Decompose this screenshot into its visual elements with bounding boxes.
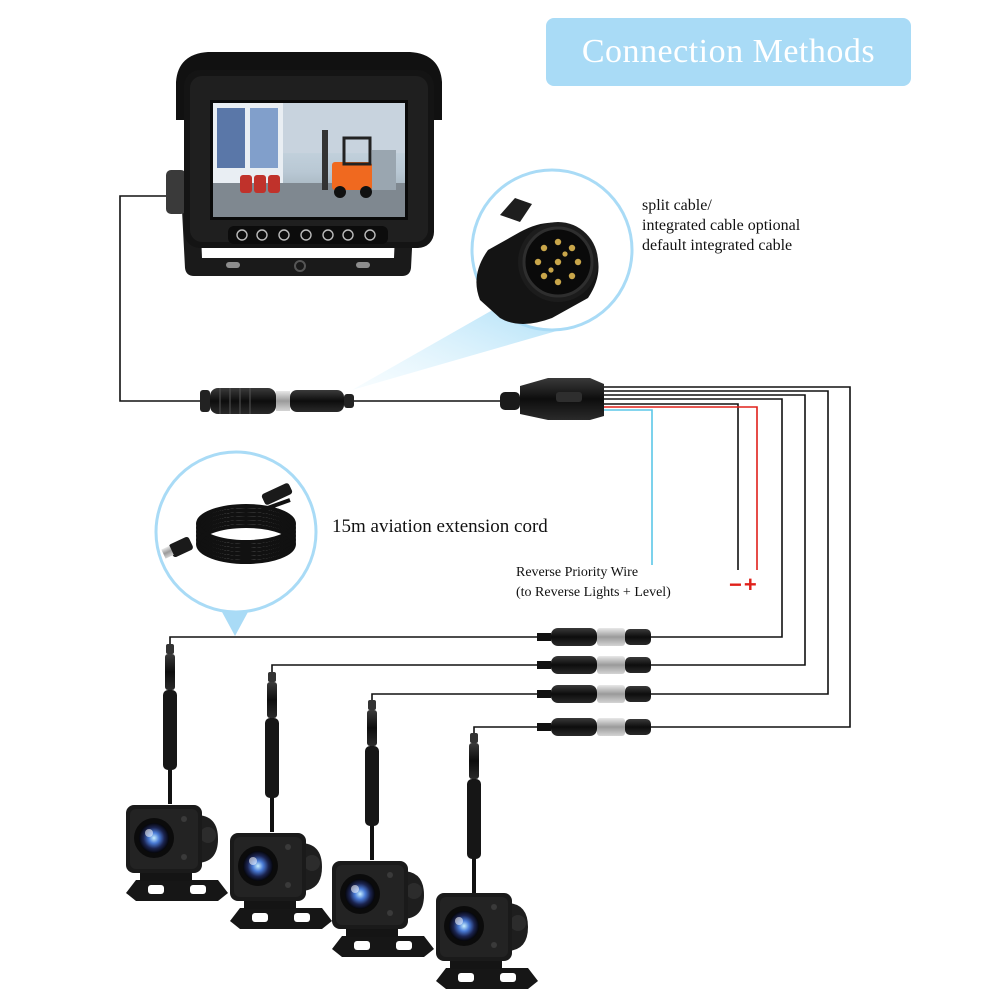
red-wire	[603, 406, 758, 570]
camera-pigtail	[265, 672, 279, 832]
camera-connector	[537, 718, 651, 736]
power-polarity-symbols: −+	[729, 572, 759, 597]
camera-pigtail	[163, 644, 177, 804]
connector-note-line1: split cable/	[642, 197, 712, 214]
camera-icon	[436, 893, 538, 989]
page-title: Connection Methods	[581, 33, 876, 70]
title-banner: Connection Methods	[546, 18, 911, 86]
connector-note-line2: integrated cable optional	[642, 217, 801, 234]
monitor-icon	[166, 52, 442, 276]
connector-beam	[352, 300, 560, 390]
cyan-wire	[603, 409, 653, 565]
camera-icon	[332, 861, 434, 957]
harness-splitter	[500, 378, 604, 420]
camera-connector	[537, 656, 651, 674]
black-wires	[119, 195, 851, 733]
monitor-cable-connector	[200, 388, 354, 414]
extension-cord-label: 15m aviation extension cord	[332, 516, 548, 537]
extension-cord-icon	[154, 450, 318, 636]
camera-pigtail	[365, 700, 379, 860]
camera-connector	[537, 628, 651, 646]
reverse-wire-label-line1: Reverse Priority Wire	[516, 565, 639, 580]
camera-connector	[537, 685, 651, 703]
connector-note-line3: default integrated cable	[642, 237, 793, 254]
connector-closeup-icon	[470, 168, 634, 332]
reverse-wire-label-line2: (to Reverse Lights + Level)	[516, 585, 671, 600]
camera-icon	[230, 833, 332, 929]
camera-icon	[126, 805, 228, 901]
camera-pigtail	[467, 733, 481, 893]
